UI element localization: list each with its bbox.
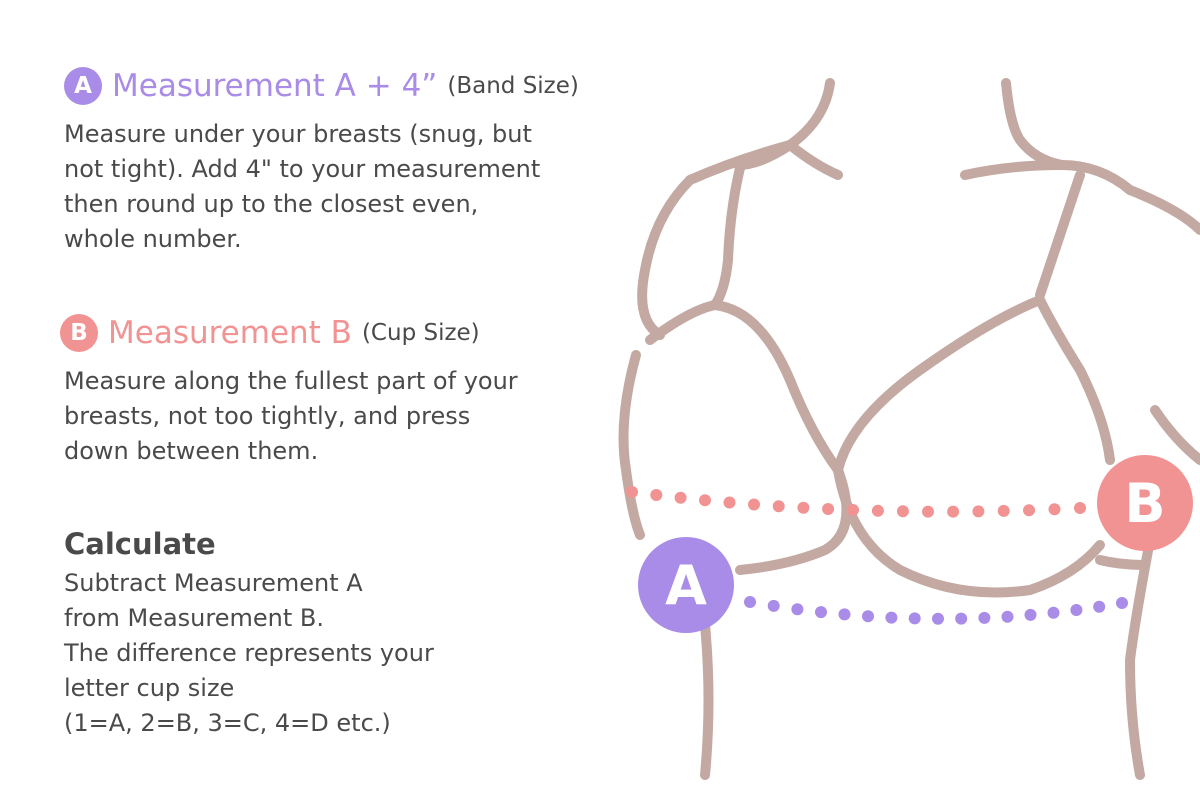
dot-a [1116,597,1128,609]
measurement-b-line: breasts, not too tightly, and press [64,402,471,430]
underband-right-line [1095,555,1150,570]
dot-b [772,500,785,513]
measurement-b-title: Measurement B [108,315,352,351]
measurement-a-subtitle: (Band Size) [447,73,579,99]
clavicle-right-line [960,160,1135,195]
dot-a [908,612,921,625]
torso-outline [618,78,1200,780]
measurement-a-line: not tight). Add 4" to your measurement [64,155,541,183]
dot-b [972,505,985,518]
dot-a [1070,604,1083,616]
dot-a [791,603,804,616]
right-shoulder-line [1125,185,1200,235]
dot-b [1023,504,1035,517]
measurement-a-description: Measure under your breasts (snug, but no… [64,117,540,257]
dot-b [896,505,909,518]
measurement-b-line: Measure along the fullest part of your [64,367,518,395]
dot-b [650,489,663,501]
right-cup-top-line [833,295,1115,475]
dot-a [1024,608,1037,621]
dotted-line-b [626,486,1086,518]
dot-a [767,599,780,612]
left-cup-top-line [645,300,843,475]
calculate-line: Subtract Measurement A [64,569,363,597]
clavicle-left-line [685,140,843,185]
right-strap-line [1035,170,1085,300]
dot-b [922,505,934,518]
dotted-line-a [744,596,1128,625]
left-strap-line [710,163,745,310]
left-cup-bottom-line [735,465,852,575]
calculate-line: The difference represents your [64,639,434,667]
neck-right-line [1001,78,1067,170]
dot-a [955,612,968,625]
measurement-b-subtitle: (Cup Size) [361,320,480,346]
measurement-b-heading: B Measurement B (Cup Size) [60,314,480,352]
measurement-a-title: Measurement A + 4” [112,68,438,104]
dot-b [797,501,810,514]
dot-a [838,608,851,621]
dot-a [932,612,944,625]
dot-b [674,491,687,504]
dot-a [862,610,874,623]
right-arm-line [1150,405,1200,465]
badge-b-icon: B [60,314,98,352]
left-arm-line [618,350,645,540]
measurement-b-line: down between them. [64,437,319,465]
badge-a-icon: A [64,67,102,105]
dot-b [723,496,736,509]
calculate-line: letter cup size [64,674,235,702]
dot-b [871,504,884,517]
left-shoulder-line [637,175,695,340]
figure-badge-b-icon: B [1097,455,1193,551]
dot-b [847,504,859,516]
calculate-line: from Measurement B. [64,604,324,632]
dot-a [1093,600,1106,613]
dot-a [744,596,756,608]
calculate-description: Subtract Measurement A from Measurement … [64,566,434,741]
dot-b [947,505,960,518]
measurement-a-line: whole number. [64,225,242,253]
dot-b [1048,503,1061,516]
figure-badge-a-icon: A [638,537,734,633]
right-cup-bottom-line [833,465,1105,598]
dot-b [822,503,835,515]
dot-a [1047,606,1060,619]
dot-b [997,504,1010,517]
dot-b [699,494,711,507]
torso-right-line [1125,535,1155,780]
dot-a [815,606,827,619]
calculate-title: Calculate [64,527,216,561]
dot-b [626,486,638,498]
dot-b [1074,502,1086,514]
measurement-a-line: then round up to the closest even, [64,190,479,218]
measurement-a-heading: A Measurement A + 4” (Band Size) [64,67,579,105]
measurement-a-line: Measure under your breasts (snug, but [64,120,532,148]
dot-b [748,498,760,511]
measurement-b-description: Measure along the fullest part of your b… [64,364,518,469]
dot-a [1001,610,1014,623]
dot-a [885,611,898,624]
torso-left-line [700,620,714,780]
dot-a [978,611,991,624]
calculate-line: (1=A, 2=B, 3=C, 4=D etc.) [64,709,391,737]
